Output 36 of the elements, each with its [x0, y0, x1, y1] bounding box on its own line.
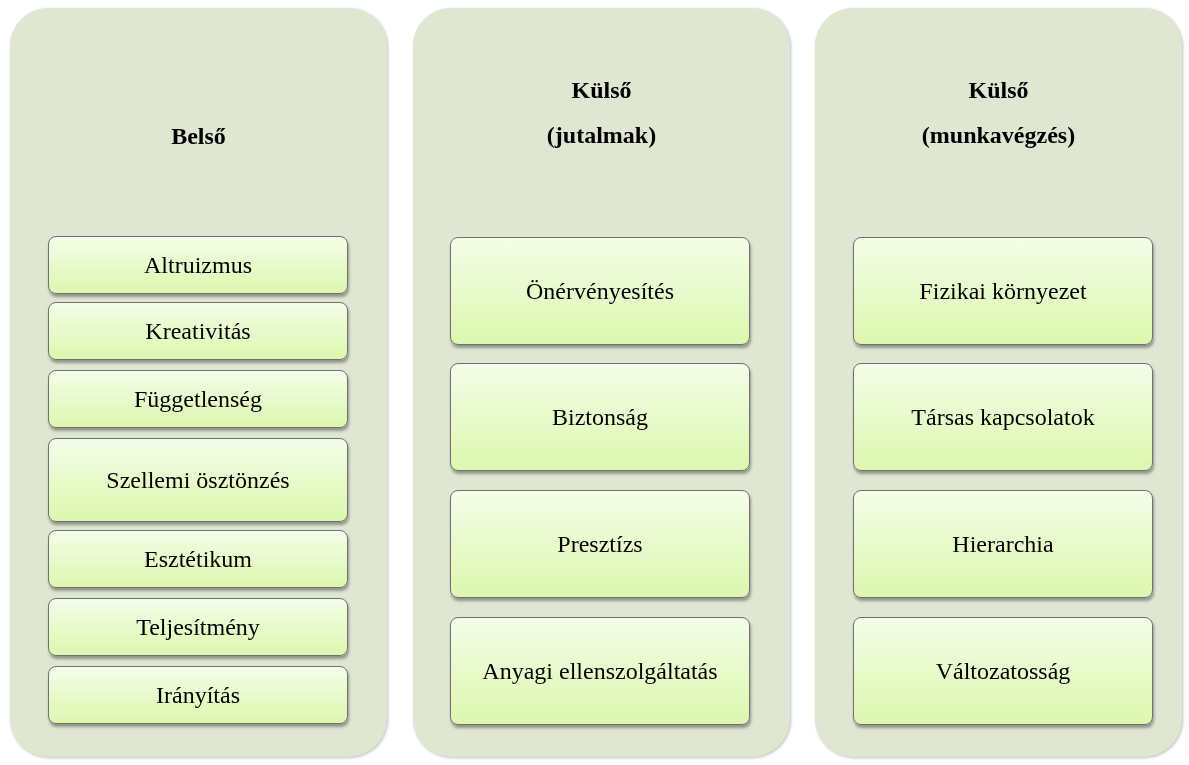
value-label: Függetlenség — [133, 384, 263, 414]
value-label: Anyagi ellenszolgáltatás — [481, 656, 719, 686]
value-label: Presztízs — [556, 529, 644, 559]
value-box — [450, 363, 750, 471]
value-label: Szellemi ösztönzés — [105, 465, 291, 495]
value-box — [48, 438, 348, 522]
category-panel — [10, 8, 387, 757]
value-box — [450, 237, 750, 345]
value-box — [48, 370, 348, 428]
value-label: Altruizmus — [143, 250, 253, 280]
value-box — [450, 490, 750, 598]
value-label: Esztétikum — [143, 544, 253, 574]
value-box — [48, 302, 348, 360]
value-box — [48, 666, 348, 724]
value-label: Önérvényesítés — [525, 276, 675, 306]
value-box — [48, 530, 348, 588]
category-panel — [413, 8, 790, 757]
value-label: Biztonság — [551, 402, 649, 432]
panel-heading: Belső — [171, 122, 226, 151]
value-label: Társas kapcsolatok — [910, 402, 1096, 432]
value-label: Kreativitás — [144, 316, 252, 346]
value-box — [853, 363, 1153, 471]
value-label: Fizikai környezet — [918, 276, 1088, 306]
value-box — [48, 236, 348, 294]
value-box — [853, 490, 1153, 598]
panel-heading: Külső (munkavégzés) — [921, 76, 1076, 150]
value-label: Hierarchia — [951, 529, 1055, 559]
value-box — [853, 617, 1153, 725]
value-label: Változatosság — [934, 656, 1072, 686]
value-label: Teljesítmény — [135, 612, 261, 642]
value-box — [450, 617, 750, 725]
value-box — [853, 237, 1153, 345]
value-box — [48, 598, 348, 656]
panel-heading: Külső (jutalmak) — [546, 76, 657, 150]
value-label: Irányítás — [155, 680, 241, 710]
category-panel — [815, 8, 1182, 757]
